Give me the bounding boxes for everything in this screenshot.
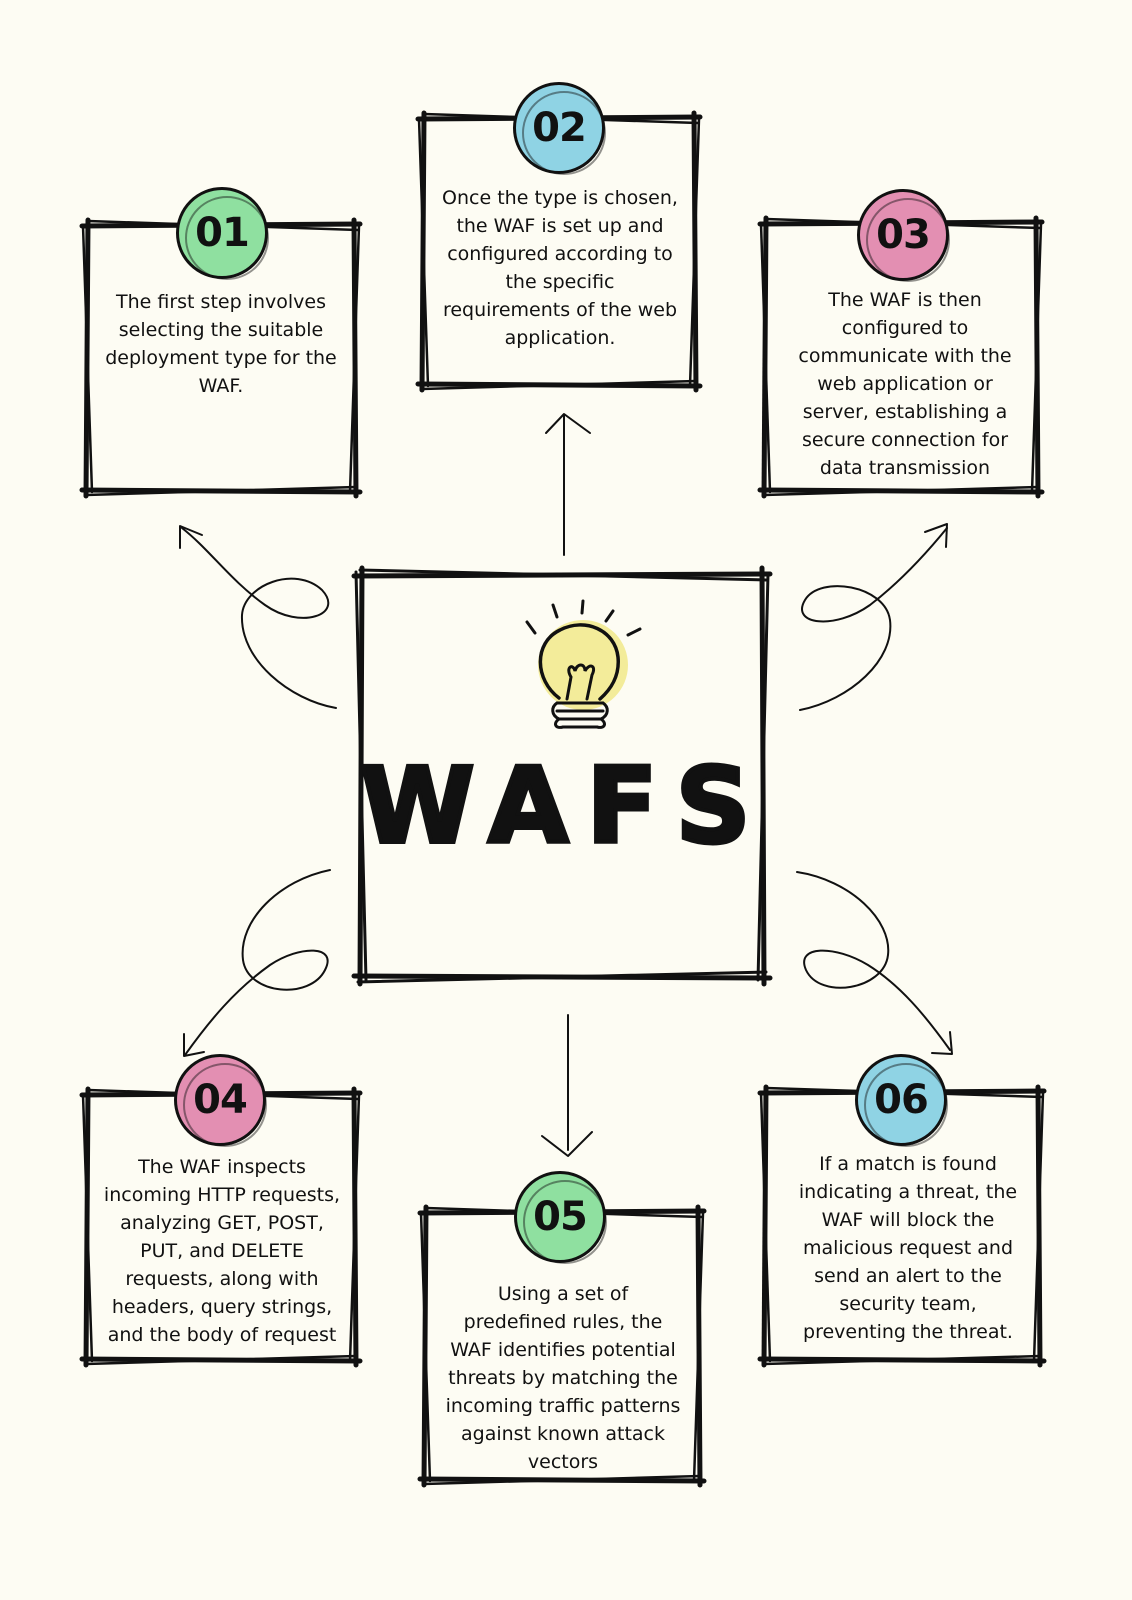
arrow-to-step-03 [799, 527, 948, 711]
step-description-03: The WAF is then configured to communicat… [798, 289, 1012, 479]
step-number-badge-04: 04 [174, 1054, 267, 1147]
arrow-to-step-06 [796, 871, 951, 1051]
arrow-to-step-01 [181, 527, 337, 709]
step-description-01: The first step involves selecting the su… [105, 291, 337, 397]
center-title: WAFS [358, 743, 769, 869]
arrow-to-step-04 [184, 869, 331, 1056]
step-description-06: If a match is found indicating a threat,… [798, 1153, 1018, 1343]
step-description-04: The WAF inspects incoming HTTP requests,… [103, 1156, 341, 1346]
center-box [351, 565, 773, 987]
step-number-badge-03: 03 [857, 189, 950, 282]
lightbulb-icon [525, 599, 642, 729]
step-number-badge-05: 05 [514, 1171, 607, 1264]
step-box-05 [417, 1204, 707, 1488]
step-description-05: Using a set of predefined rules, the WAF… [445, 1283, 681, 1473]
step-number-badge-02: 02 [513, 82, 606, 175]
step-box-04 [79, 1086, 363, 1368]
step-box-03 [757, 215, 1045, 499]
step-number-badge-06: 06 [855, 1054, 948, 1147]
step-number-badge-01: 01 [176, 187, 269, 280]
step-description-02: Once the type is chosen, the WAF is set … [442, 187, 678, 349]
